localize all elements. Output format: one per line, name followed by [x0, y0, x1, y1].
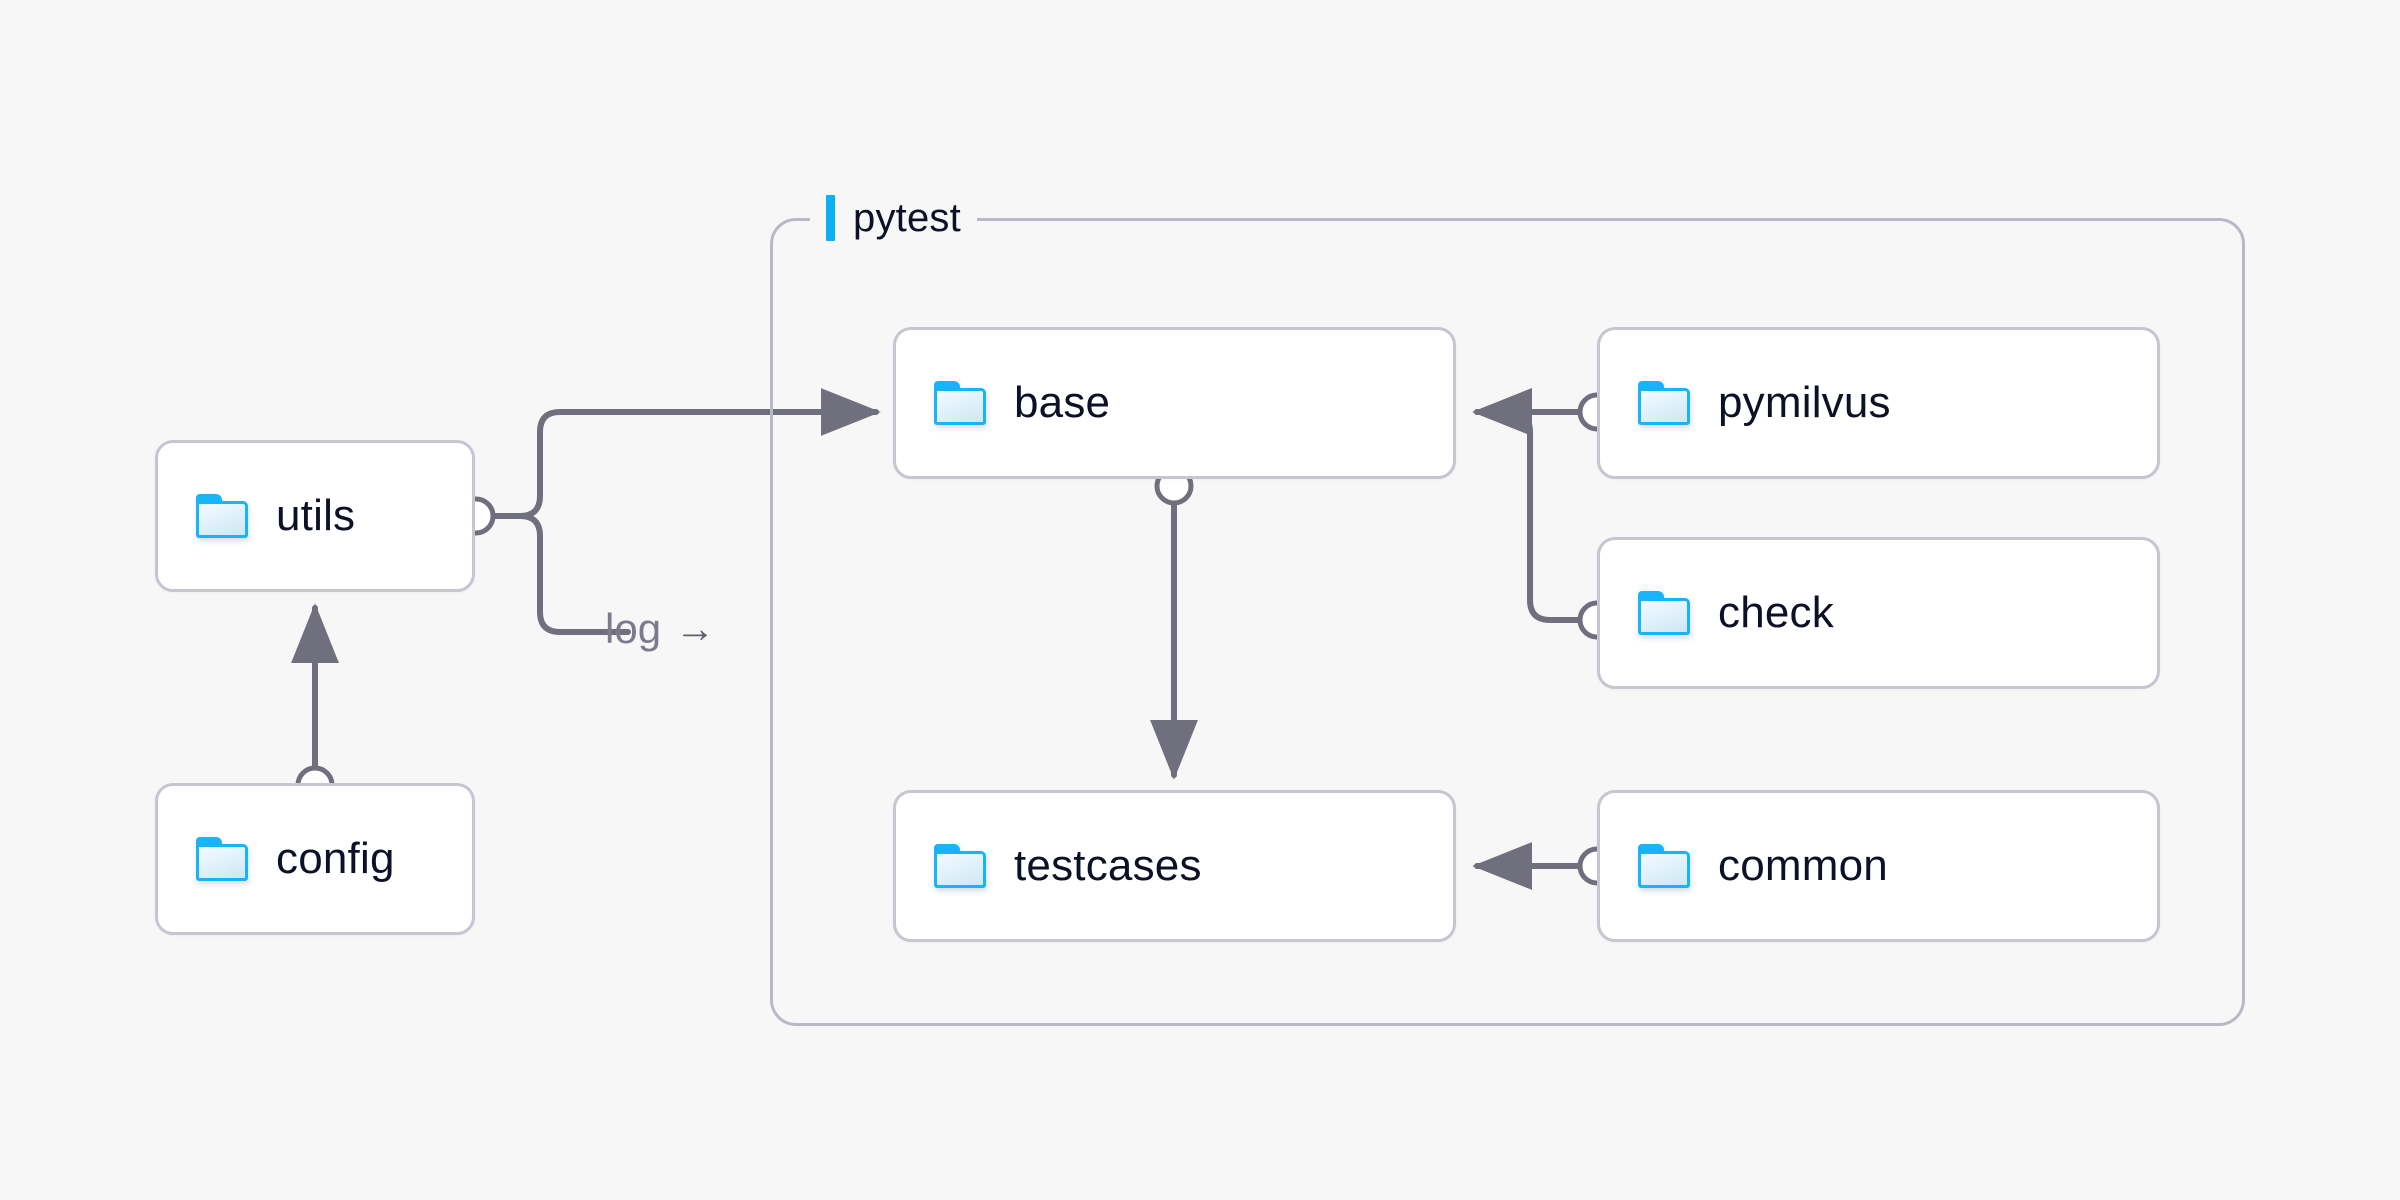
node-label: base	[1014, 378, 1111, 427]
pytest-group-container[interactable]	[770, 218, 2245, 1026]
node-testcases[interactable]: testcases	[893, 790, 1456, 942]
node-label: config	[276, 834, 395, 883]
node-label: pymilvus	[1718, 378, 1891, 427]
node-pymilvus[interactable]: pymilvus	[1597, 327, 2160, 479]
node-base[interactable]: base	[893, 327, 1456, 479]
edge-label-log: log →	[605, 605, 715, 653]
folder-icon	[934, 844, 986, 888]
folder-icon	[196, 494, 248, 538]
folder-icon	[1638, 844, 1690, 888]
node-label: testcases	[1014, 841, 1202, 890]
node-label: common	[1718, 841, 1888, 890]
node-utils[interactable]: utils	[155, 440, 475, 592]
group-accent-bar	[826, 195, 835, 241]
folder-icon	[1638, 381, 1690, 425]
node-common[interactable]: common	[1597, 790, 2160, 942]
node-config[interactable]: config	[155, 783, 475, 935]
folder-icon	[1638, 591, 1690, 635]
node-check[interactable]: check	[1597, 537, 2160, 689]
pytest-group-label: pytest	[810, 190, 977, 246]
folder-icon	[196, 837, 248, 881]
node-label: utils	[276, 491, 356, 540]
node-label: check	[1718, 588, 1834, 637]
arrow-right-icon: →	[675, 607, 716, 651]
group-label-text: pytest	[853, 195, 961, 240]
folder-icon	[934, 381, 986, 425]
edge-label-log-text: log	[605, 605, 662, 652]
